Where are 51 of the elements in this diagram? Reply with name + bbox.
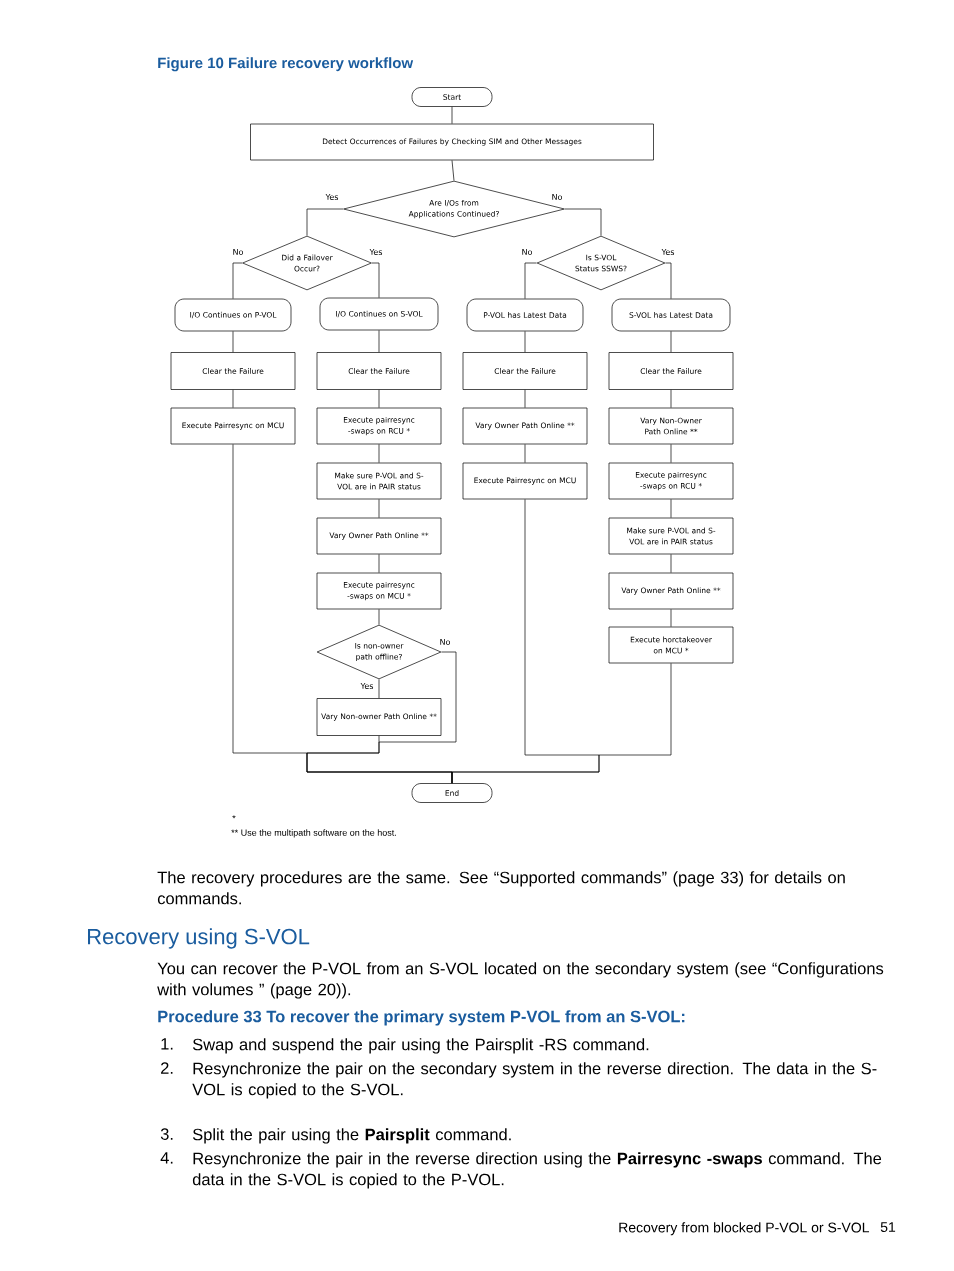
page-number: 51: [880, 1222, 896, 1232]
list-item: Split the pair using the Pairsplit command.: [192, 1128, 511, 1144]
page-footer: Recovery from blocked P-VOL or S-VOL: [619, 1222, 870, 1236]
edge-label: No: [521, 248, 533, 256]
procedure-heading: Procedure 33 To recover the primary system P-VOL from an S-VOL:: [158, 1010, 685, 1026]
edge-label: Yes: [360, 682, 374, 690]
list-number: 1.: [161, 1038, 173, 1050]
connector-line: [670, 389, 672, 408]
edge-label: Yes: [325, 193, 339, 201]
connector-line: [670, 609, 672, 627]
connector-line: [670, 331, 672, 353]
footnote: ** Use the multipath software on the host.: [231, 829, 396, 838]
edge-label: Yes: [369, 248, 383, 256]
connector-line: [232, 331, 234, 353]
list-item: Resynchronize the pair on the secondary system in the reverse direction. The data in the S-VOL is copied to the S-VOL.: [192, 1062, 877, 1099]
connector-line: [524, 444, 526, 463]
edge-label: No: [232, 248, 244, 256]
connector-line: [306, 208, 344, 236]
list-number: 3.: [160, 1128, 173, 1140]
figure-title: Figure 10 Failure recovery workflow: [158, 57, 414, 72]
connector-line: [451, 160, 455, 181]
section-heading: Recovery using S-VOL: [88, 928, 310, 949]
connector-line: [378, 330, 380, 353]
connector-line: [378, 609, 380, 625]
connector-line: [665, 262, 672, 299]
connector-line: [451, 106, 453, 124]
connector-line: [232, 262, 243, 299]
connector-line: [670, 554, 672, 573]
connector-line: [378, 444, 380, 463]
edge-label: No: [439, 638, 451, 646]
paragraph: The recovery procedures are the same. See “Supported commands” (page 33) for details on commands.: [157, 871, 845, 905]
connector-line: [378, 554, 380, 573]
connector-line: [524, 262, 537, 299]
connector-line: [451, 663, 672, 784]
edge-label: No: [551, 193, 563, 201]
paragraph: You can recover the P-VOL from an S-VOL located on the secondary system (see “Configurations with volumes ” (page 20)).: [157, 962, 884, 999]
list-number: 2.: [161, 1062, 173, 1074]
connector-line: [371, 262, 380, 298]
connector-line: [378, 389, 380, 408]
connector-line: [524, 389, 526, 408]
connector-line: [524, 331, 526, 353]
list-number: 4.: [160, 1152, 173, 1164]
connector-line: [564, 208, 602, 236]
connector-line: [232, 389, 234, 408]
footnote-mark: *: [232, 815, 236, 819]
list-item: Swap and suspend the pair using the Pairsplit -RS command.: [192, 1038, 649, 1054]
connector-line: [378, 499, 380, 518]
list-item: Resynchronize the pair in the reverse direction using the Pairresync -swaps command. The data in the S-VOL is copied to the P-VOL.: [192, 1152, 882, 1189]
connector-line: [378, 679, 380, 699]
connector-line: [670, 499, 672, 518]
connector-line: [670, 444, 672, 463]
